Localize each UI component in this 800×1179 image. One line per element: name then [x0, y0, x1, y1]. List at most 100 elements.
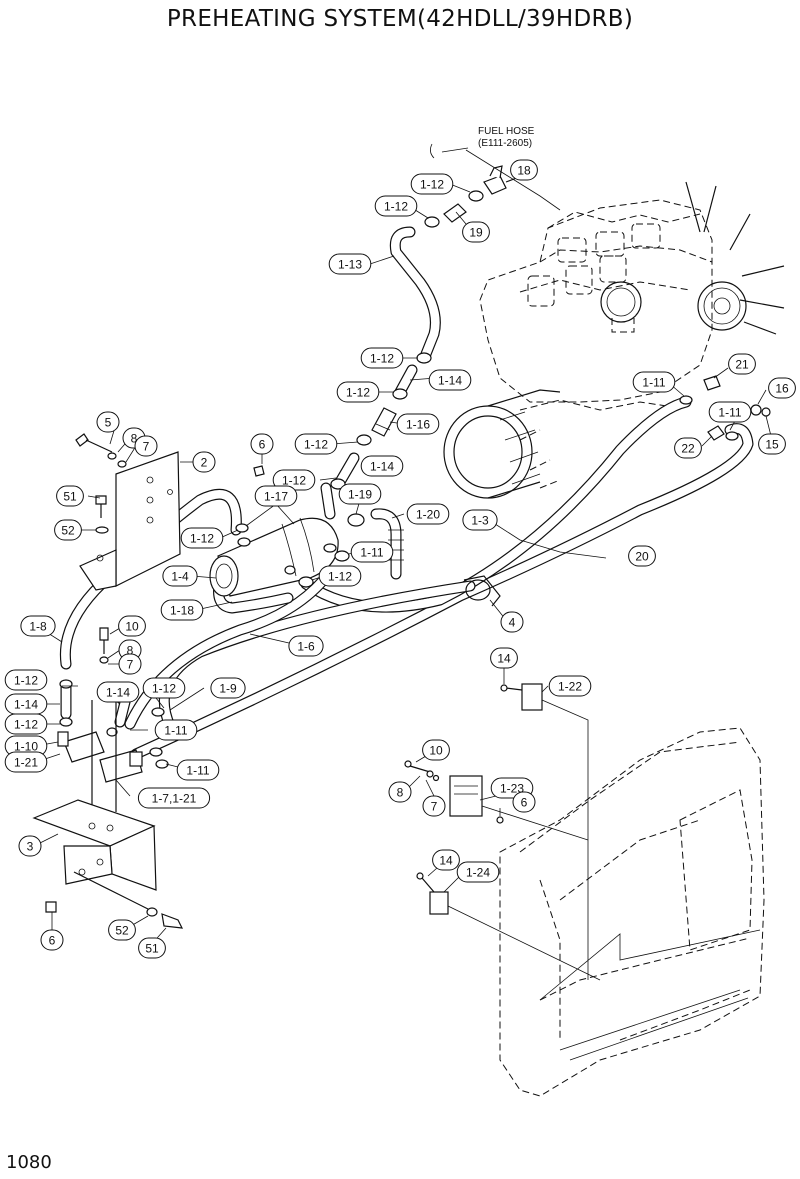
- callout-bubble: [18, 835, 42, 857]
- callout-label: 6: [259, 437, 266, 451]
- callout-label: 1-12: [384, 199, 408, 213]
- callout-bubble: [490, 647, 518, 669]
- preheater-1-4: [209, 517, 339, 597]
- parts: [32, 165, 771, 981]
- valve-1-7: [99, 749, 143, 783]
- callout-bubble: [288, 635, 324, 657]
- callout-bubble: [40, 929, 64, 951]
- callout-label: 2: [201, 455, 208, 469]
- callout-bubble: [396, 413, 440, 435]
- fuel-hose-note: FUEL HOSE (E111-2605): [430, 126, 561, 211]
- callout-20: 20: [628, 545, 656, 567]
- callout-14-b: 14: [432, 849, 460, 871]
- callout-8-c: 8: [388, 781, 412, 803]
- callout-bubble: [318, 565, 362, 587]
- callout-label: 1-12: [190, 531, 214, 545]
- callout-label: 51: [63, 489, 77, 503]
- valve-1-10: [57, 731, 105, 763]
- callout-label: 10: [429, 743, 443, 757]
- callout-label: 1-18: [170, 603, 194, 617]
- callout-51-a: 51: [56, 485, 84, 507]
- callout-1-3: 1-3: [462, 509, 498, 531]
- callout-4: 4: [500, 611, 524, 633]
- callout-1-12-d: 1-12: [336, 381, 380, 403]
- callout-16: 16: [768, 377, 796, 399]
- callout-21: 21: [728, 353, 756, 375]
- callout-label: 1-14: [438, 373, 462, 387]
- callout-bubble: [512, 791, 536, 813]
- callout-label: 1-11: [164, 723, 187, 737]
- callout-bubble: [176, 759, 220, 781]
- callout-bubble: [160, 599, 204, 621]
- callout-52-a: 52: [54, 519, 82, 541]
- fuel-hose-note-line1: FUEL HOSE: [478, 126, 535, 137]
- callout-bubble: [428, 369, 472, 391]
- callout-1-16: 1-16: [396, 413, 440, 435]
- callout-bubble: [54, 519, 82, 541]
- callout-52-b: 52: [108, 919, 136, 941]
- callout-label: 14: [497, 651, 511, 665]
- callout-label: 1-12: [420, 177, 444, 191]
- callout-bubble: [422, 795, 446, 817]
- callout-bubble: [162, 565, 198, 587]
- callout-bubble: [294, 433, 338, 455]
- callout-1-11-d: 1-11: [154, 719, 198, 741]
- callout-bubble: [4, 751, 48, 773]
- callout-bubble: [510, 159, 538, 181]
- callout-bubble: [108, 919, 136, 941]
- callout-15: 15: [758, 433, 786, 455]
- callout-bubble: [500, 611, 524, 633]
- fuel-filter-1-16: [371, 407, 397, 437]
- callout-bubble: [350, 541, 394, 563]
- callout-bubble: [768, 377, 796, 399]
- callout-label: 3: [27, 839, 34, 853]
- callout-label: 1-12: [346, 385, 370, 399]
- callout-label: 1-12: [304, 437, 328, 451]
- callout-bubble: [96, 681, 140, 703]
- callout-label: 15: [765, 437, 779, 451]
- callout-1-17: 1-17: [254, 485, 298, 507]
- callout-bubble: [96, 411, 120, 433]
- callout-6-b: 6: [512, 791, 536, 813]
- callout-label: 7: [143, 439, 150, 453]
- callout-label: 1-7,1-21: [152, 791, 197, 805]
- page-title: PREHEATING SYSTEM(42HDLL/39HDRB): [166, 6, 634, 32]
- callout-1-8: 1-8: [20, 615, 56, 637]
- bracket-2: [79, 451, 181, 591]
- callout-bubble: [142, 677, 186, 699]
- callout-label: 1-20: [416, 507, 440, 521]
- callout-bubble: [462, 509, 498, 531]
- callout-label: 1-14: [370, 459, 394, 473]
- callout-bubble: [632, 371, 676, 393]
- callout-bubble: [338, 483, 382, 505]
- callout-bubble: [758, 433, 786, 455]
- callout-19: 19: [462, 221, 490, 243]
- callout-bubble: [137, 787, 211, 809]
- callout-label: 1-14: [106, 685, 130, 699]
- callout-label: 1-12: [282, 473, 306, 487]
- callout-bubble: [422, 739, 450, 761]
- callout-1-12-c: 1-12: [360, 347, 404, 369]
- engine-outline: [443, 181, 785, 499]
- callout-2: 2: [192, 451, 216, 473]
- callout-14-a: 14: [490, 647, 518, 669]
- callout-label: 18: [517, 163, 531, 177]
- callout-label: 6: [49, 933, 56, 947]
- callout-6-c: 6: [40, 929, 64, 951]
- callout-bubble: [548, 675, 592, 697]
- callout-label: 1-8: [29, 619, 47, 633]
- callout-label: 22: [681, 441, 695, 455]
- callout-bubble: [708, 401, 752, 423]
- callout-1-4: 1-4: [162, 565, 198, 587]
- callout-bubble: [4, 669, 48, 691]
- callout-label: 1-23: [500, 781, 524, 795]
- callout-1-12-g: 1-12: [180, 527, 224, 549]
- callout-1-13: 1-13: [328, 253, 372, 275]
- callout-bubble: [388, 781, 412, 803]
- callout-label: 1-6: [297, 639, 315, 653]
- callout-bubble: [192, 451, 216, 473]
- callout-bubble: [432, 849, 460, 871]
- callout-1-12-i: 1-12: [4, 669, 48, 691]
- callout-bubble: [118, 653, 142, 675]
